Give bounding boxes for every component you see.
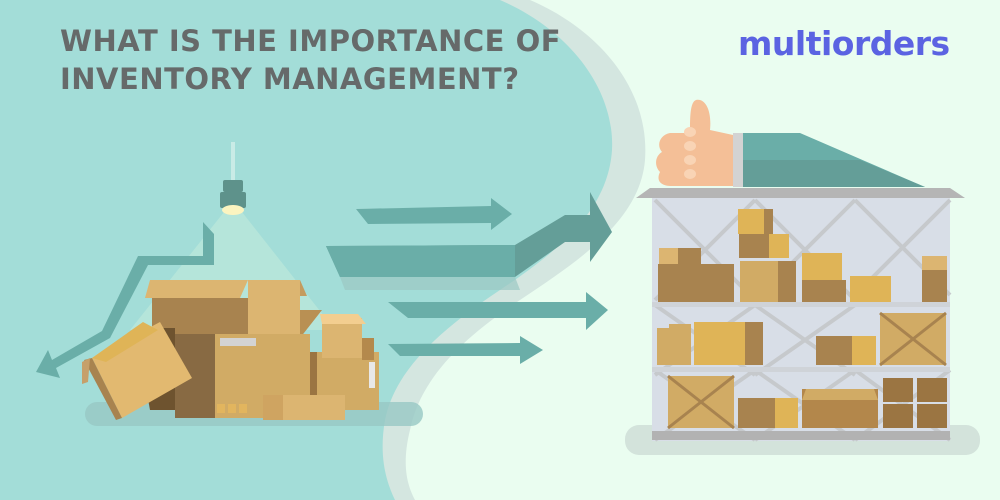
messy-boxes: [82, 280, 379, 420]
falling-arrow: [36, 222, 214, 378]
title-line-2: INVENTORY MANAGEMENT?: [60, 62, 520, 96]
multiorders-logo[interactable]: multiorders: [738, 24, 950, 63]
lamp-shade: [220, 192, 246, 208]
warehouse: [625, 99, 980, 455]
page-title: WHAT IS THE IMPORTANCE OF INVENTORY MANA…: [60, 22, 561, 98]
lamp-cord: [231, 142, 235, 180]
title-line-1: WHAT IS THE IMPORTANCE OF: [60, 24, 562, 58]
lamp-bulb: [222, 205, 244, 215]
lamp-top: [223, 180, 243, 192]
arrows: [326, 192, 612, 364]
